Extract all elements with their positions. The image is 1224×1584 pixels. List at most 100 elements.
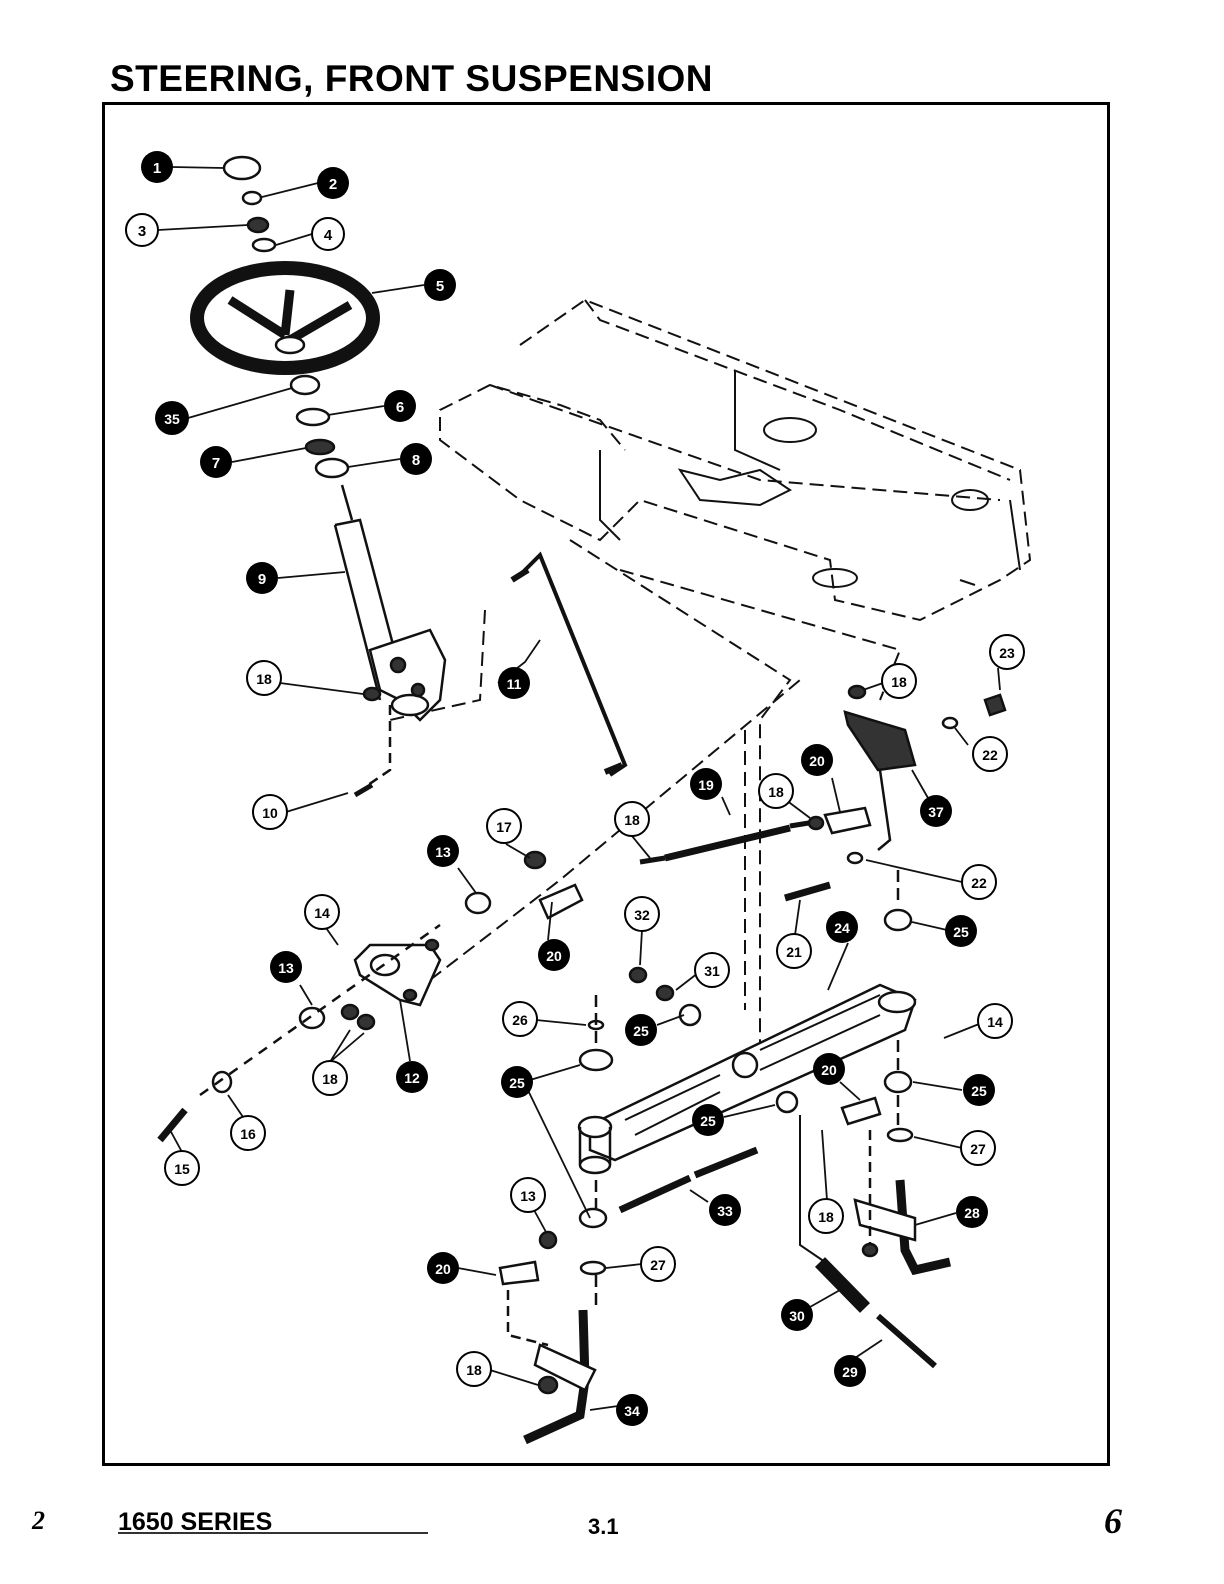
- callout-7: 7: [200, 446, 232, 478]
- svg-text:15: 15: [174, 1161, 190, 1177]
- steering-wheel: [197, 268, 373, 368]
- footer-rule: [118, 1532, 428, 1534]
- callout-18-e: 18: [313, 1061, 347, 1095]
- callout-20-c: 20: [813, 1053, 845, 1085]
- callout-18-a: 18: [247, 661, 281, 695]
- svg-text:13: 13: [520, 1188, 536, 1204]
- callout-4: 4: [312, 218, 344, 250]
- svg-text:14: 14: [987, 1014, 1003, 1030]
- svg-text:25: 25: [633, 1023, 649, 1039]
- svg-text:29: 29: [842, 1364, 858, 1380]
- svg-text:2: 2: [329, 176, 337, 193]
- svg-text:18: 18: [466, 1362, 482, 1378]
- svg-text:14: 14: [314, 905, 330, 921]
- svg-text:17: 17: [496, 819, 512, 835]
- callout-13-a: 13: [427, 835, 459, 867]
- svg-text:31: 31: [704, 963, 720, 979]
- svg-text:22: 22: [971, 875, 987, 891]
- callout-18-g: 18: [457, 1352, 491, 1386]
- callout-13-b: 13: [270, 951, 302, 983]
- svg-text:9: 9: [258, 571, 266, 588]
- callout-23: 23: [990, 635, 1024, 669]
- svg-text:27: 27: [650, 1257, 666, 1273]
- svg-text:10: 10: [262, 805, 278, 821]
- svg-text:22: 22: [982, 747, 998, 763]
- callout-14-a: 14: [305, 895, 339, 929]
- callout-10: 10: [253, 795, 287, 829]
- svg-text:20: 20: [809, 753, 825, 769]
- front-axle: [579, 985, 915, 1173]
- callout-37: 37: [920, 795, 952, 827]
- parts-drawing: [160, 157, 1005, 1440]
- callout-29: 29: [834, 1355, 866, 1387]
- callout-14-b: 14: [978, 1004, 1012, 1038]
- callout-6: 6: [384, 390, 416, 422]
- page-number: 3.1: [588, 1514, 619, 1540]
- callout-5: 5: [424, 269, 456, 301]
- callout-30: 30: [781, 1299, 813, 1331]
- callout-16: 16: [231, 1116, 265, 1150]
- handwritten-mark-left: 2: [32, 1506, 45, 1536]
- svg-text:21: 21: [786, 944, 802, 960]
- callout-33: 33: [709, 1194, 741, 1226]
- svg-text:25: 25: [971, 1083, 987, 1099]
- svg-text:34: 34: [624, 1403, 640, 1419]
- callout-21: 21: [777, 934, 811, 968]
- handwritten-mark-right: 6: [1104, 1500, 1122, 1542]
- svg-text:13: 13: [435, 844, 451, 860]
- callout-1: 1: [141, 151, 173, 183]
- callout-27-a: 27: [961, 1131, 995, 1165]
- callout-22-a: 22: [973, 737, 1007, 771]
- svg-text:20: 20: [546, 948, 562, 964]
- steering-column: [335, 485, 445, 720]
- svg-text:25: 25: [509, 1075, 525, 1091]
- svg-text:18: 18: [768, 784, 784, 800]
- callout-31: 31: [695, 953, 729, 987]
- callout-34: 34: [616, 1394, 648, 1426]
- callout-24: 24: [826, 911, 858, 943]
- callout-12: 12: [396, 1061, 428, 1093]
- callout-32: 32: [625, 897, 659, 931]
- callout-20-d: 20: [427, 1252, 459, 1284]
- callout-22-b: 22: [962, 865, 996, 899]
- svg-text:18: 18: [891, 674, 907, 690]
- callout-19: 19: [690, 768, 722, 800]
- svg-text:32: 32: [634, 907, 650, 923]
- svg-text:18: 18: [624, 812, 640, 828]
- svg-text:1: 1: [153, 160, 161, 177]
- svg-text:25: 25: [953, 924, 969, 940]
- callout-11: 11: [498, 667, 530, 699]
- callout-26: 26: [503, 1002, 537, 1036]
- callout-18-f: 18: [809, 1199, 843, 1233]
- callout-20-a: 20: [801, 744, 833, 776]
- callout-9: 9: [246, 562, 278, 594]
- callout-25-e: 25: [692, 1104, 724, 1136]
- svg-text:33: 33: [717, 1203, 733, 1219]
- svg-text:11: 11: [507, 676, 522, 692]
- svg-text:6: 6: [396, 399, 404, 416]
- callout-28: 28: [956, 1196, 988, 1228]
- callout-18-b: 18: [615, 802, 649, 836]
- svg-text:26: 26: [512, 1012, 528, 1028]
- callout-25-c: 25: [501, 1066, 533, 1098]
- svg-text:18: 18: [322, 1071, 338, 1087]
- svg-text:24: 24: [834, 920, 850, 936]
- svg-text:37: 37: [928, 804, 944, 820]
- callout-8: 8: [400, 443, 432, 475]
- svg-text:20: 20: [435, 1261, 451, 1277]
- svg-text:18: 18: [256, 671, 272, 687]
- callout-35: 35: [155, 401, 189, 435]
- svg-text:13: 13: [278, 960, 294, 976]
- tractor-frame-outline: [390, 300, 1030, 1050]
- callout-20-b: 20: [538, 939, 570, 971]
- svg-text:12: 12: [404, 1070, 420, 1086]
- callout-25-b: 25: [625, 1014, 657, 1046]
- svg-text:5: 5: [436, 278, 444, 295]
- callout-25-a: 25: [945, 915, 977, 947]
- svg-text:19: 19: [698, 777, 714, 793]
- svg-text:27: 27: [970, 1141, 986, 1157]
- svg-text:23: 23: [999, 645, 1015, 661]
- callout-2: 2: [317, 167, 349, 199]
- svg-text:35: 35: [164, 411, 180, 427]
